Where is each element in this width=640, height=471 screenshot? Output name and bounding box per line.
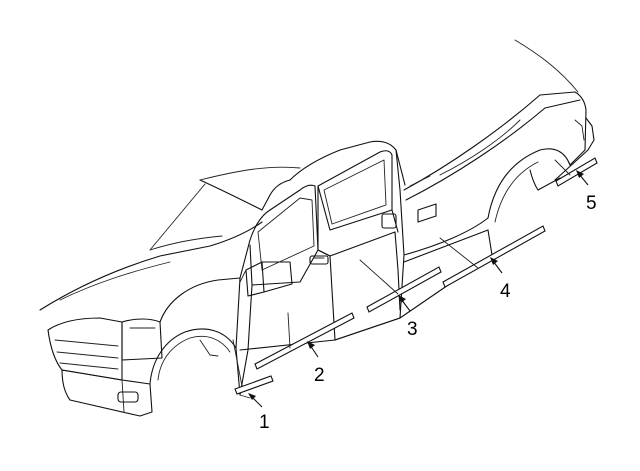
molding-strip-4 <box>442 225 546 288</box>
callout-arrow-5 <box>576 170 589 186</box>
molding-leader-lines <box>232 159 571 387</box>
callout-arrow-4 <box>490 257 503 274</box>
callout-number-1: 1 <box>259 412 270 433</box>
callout-arrow-2 <box>307 341 319 358</box>
callout-arrow-3 <box>398 295 411 312</box>
callout-arrow-1 <box>248 393 263 408</box>
callout-number-3: 3 <box>407 319 418 340</box>
molding-strip-1 <box>234 375 274 395</box>
callout-number-2: 2 <box>314 365 325 386</box>
callout-number-5: 5 <box>586 193 597 214</box>
molding-strip-3 <box>366 266 442 313</box>
pickup-truck-outline <box>39 39 595 417</box>
molding-strip-5 <box>555 157 598 187</box>
molding-strip-2 <box>254 312 355 370</box>
callout-number-4: 4 <box>500 281 511 302</box>
